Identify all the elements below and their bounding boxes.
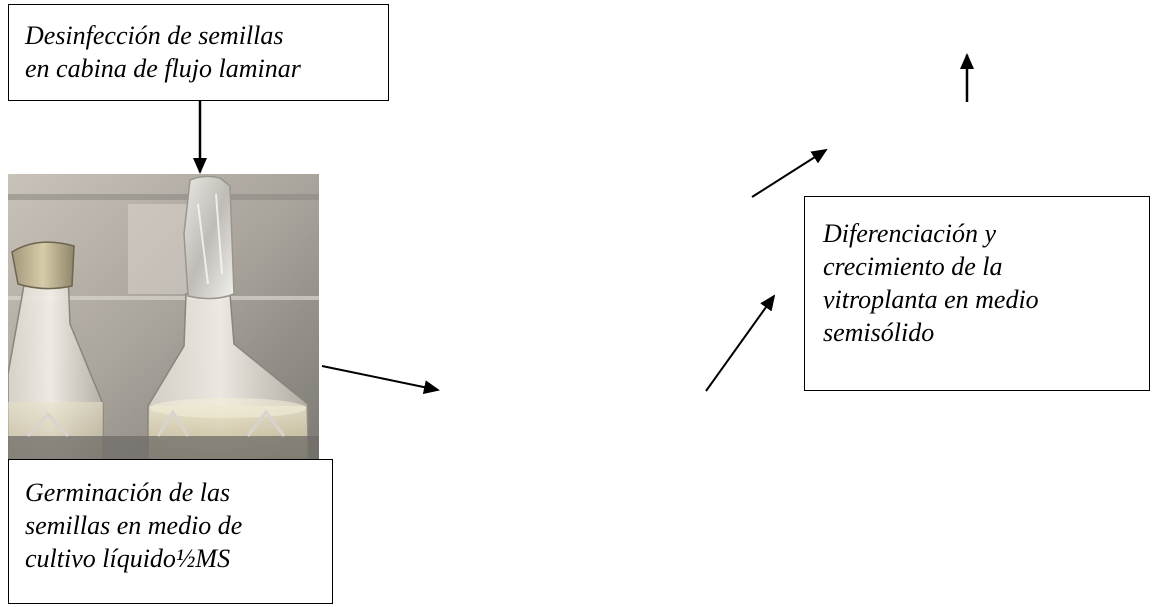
cabinet-shelf: [8, 194, 319, 200]
arrow-germination-right: [321, 365, 440, 395]
cabinet-reflection: [128, 204, 188, 294]
cabinet-shelf: [8, 296, 319, 300]
flask-clamps: [26, 409, 286, 438]
differentiation-step-box: Diferenciación y crecimiento de la vitro…: [804, 196, 1150, 391]
arrow-up-right-lower: [705, 294, 776, 392]
germination-flasks-photo: [8, 174, 319, 460]
foil-highlight: [197, 193, 223, 285]
germination-step-label: Germinación de las semillas en medio de …: [25, 478, 243, 574]
arrow-up-right-upper: [751, 148, 828, 198]
differentiation-step-label: Diferenciación y crecimiento de la vitro…: [823, 219, 1039, 348]
germination-step-box: Germinación de las semillas en medio de …: [8, 459, 333, 604]
shaker-platform: [8, 436, 319, 460]
disinfection-step-label: Desinfección de semillas en cabina de fl…: [25, 21, 301, 84]
disinfection-step-box: Desinfección de semillas en cabina de fl…: [8, 4, 389, 101]
left-flask-cap: [11, 241, 75, 290]
